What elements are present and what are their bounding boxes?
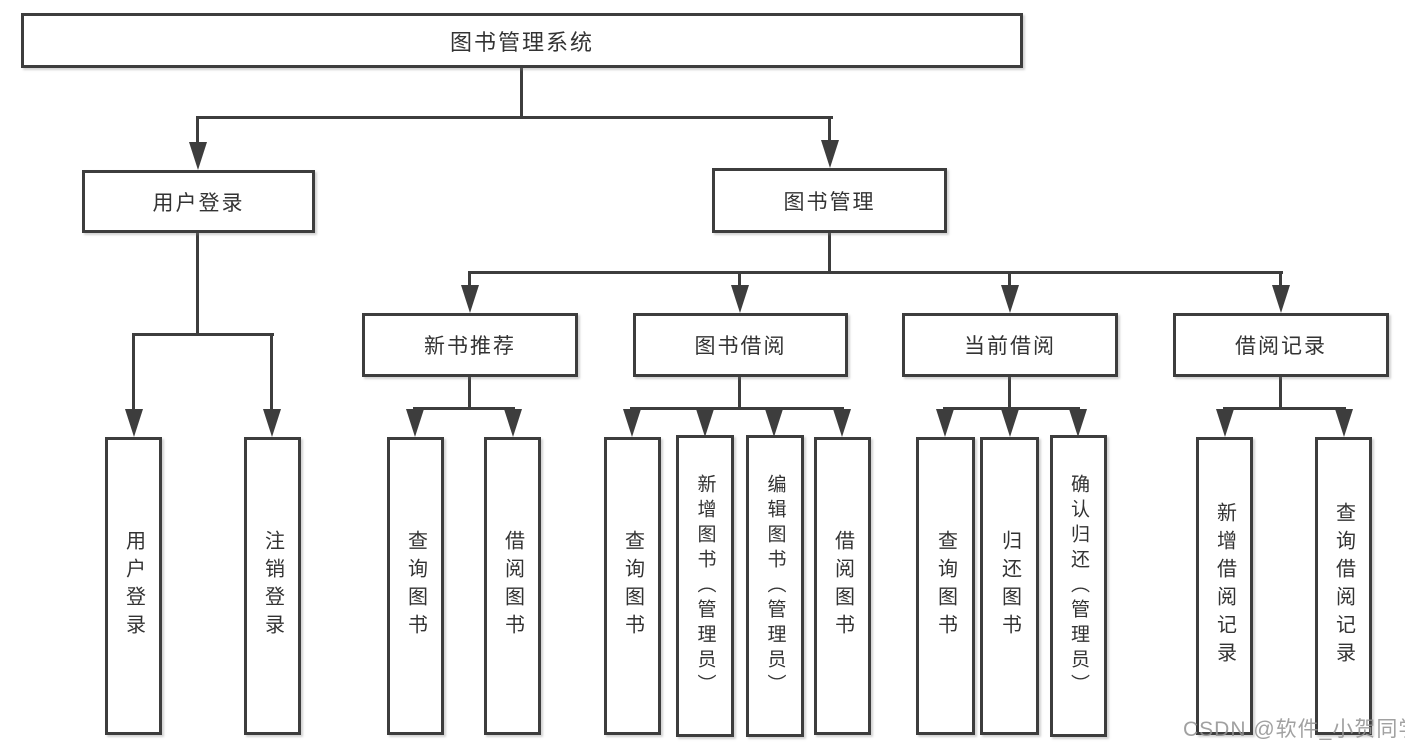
leaf-user-login: 用户登录 xyxy=(105,437,162,735)
arrowhead-down-icon xyxy=(406,409,424,437)
connector xyxy=(468,377,471,409)
connector xyxy=(943,407,1080,410)
node-user-login: 用户登录 xyxy=(82,170,315,233)
connector xyxy=(1008,271,1011,287)
leaf-borrow-book: 借阅图书 xyxy=(814,437,871,735)
leaf-add-book-admin-label: 新增图书（管理员） xyxy=(694,473,716,699)
arrowhead-down-icon xyxy=(189,142,207,170)
leaf-return-book-label: 归还图书 xyxy=(998,530,1021,642)
leaf-borrow-book-label: 借阅图书 xyxy=(831,530,854,642)
leaf-query-books-recommend-label: 查询图书 xyxy=(404,530,427,642)
leaf-user-login-label: 用户登录 xyxy=(122,530,145,642)
watermark-text: CSDN @软件_小贺同学 xyxy=(1183,718,1405,741)
leaf-return-book: 归还图书 xyxy=(980,437,1039,735)
arrowhead-down-icon xyxy=(765,409,783,437)
arrowhead-down-icon xyxy=(1272,285,1290,313)
node-user-login-label: 用户登录 xyxy=(152,191,245,215)
node-borrow-records: 借阅记录 xyxy=(1173,313,1389,377)
node-new-book-recommend-label: 新书推荐 xyxy=(424,335,516,358)
arrowhead-down-icon xyxy=(1216,409,1234,437)
arrowhead-down-icon xyxy=(504,409,522,437)
leaf-query-books-recommend: 查询图书 xyxy=(387,437,444,735)
leaf-add-book-admin: 新增图书（管理员） xyxy=(676,435,734,737)
arrowhead-down-icon xyxy=(461,285,479,313)
arrowhead-down-icon xyxy=(1001,285,1019,313)
connector xyxy=(1279,271,1282,287)
node-root: 图书管理系统 xyxy=(21,13,1023,68)
arrowhead-down-icon xyxy=(833,409,851,437)
leaf-query-books-borrow-label: 查询图书 xyxy=(621,530,644,642)
leaf-edit-book-admin: 编辑图书（管理员） xyxy=(746,435,804,737)
arrowhead-down-icon xyxy=(1001,409,1019,437)
arrowhead-down-icon xyxy=(125,409,143,437)
node-book-management-label: 图书管理 xyxy=(783,190,876,214)
connector xyxy=(630,407,844,410)
arrowhead-down-icon xyxy=(263,409,281,437)
leaf-confirm-return-admin: 确认归还（管理员） xyxy=(1050,435,1107,737)
connector xyxy=(738,377,741,409)
connector xyxy=(828,116,831,142)
arrowhead-down-icon xyxy=(821,140,839,168)
connector xyxy=(196,116,199,144)
leaf-edit-book-admin-label: 编辑图书（管理员） xyxy=(764,473,786,699)
connector xyxy=(738,271,741,287)
arrowhead-down-icon xyxy=(1069,409,1087,437)
node-current-borrow: 当前借阅 xyxy=(902,313,1118,377)
leaf-borrow-book-recommend-label: 借阅图书 xyxy=(501,530,524,642)
node-book-borrow: 图书借阅 xyxy=(633,313,848,377)
connector xyxy=(520,68,523,119)
arrowhead-down-icon xyxy=(936,409,954,437)
connector xyxy=(270,333,273,411)
leaf-logout-label: 注销登录 xyxy=(261,530,284,642)
connector xyxy=(828,233,831,273)
leaf-add-borrow-record-label: 新增借阅记录 xyxy=(1213,502,1236,670)
connector xyxy=(196,116,833,119)
arrowhead-down-icon xyxy=(623,409,641,437)
leaf-query-borrow-record-label: 查询借阅记录 xyxy=(1332,502,1355,670)
arrowhead-down-icon xyxy=(696,409,714,437)
node-current-borrow-label: 当前借阅 xyxy=(964,335,1056,358)
leaf-query-books-current-label: 查询图书 xyxy=(934,530,957,642)
leaf-query-books-borrow: 查询图书 xyxy=(604,437,661,735)
node-new-book-recommend: 新书推荐 xyxy=(362,313,578,377)
connector xyxy=(1223,407,1346,410)
connector xyxy=(132,333,135,411)
connector xyxy=(468,271,471,287)
connector xyxy=(1279,377,1282,409)
connector xyxy=(468,271,1283,274)
node-root-label: 图书管理系统 xyxy=(449,29,594,55)
leaf-query-books-current: 查询图书 xyxy=(916,437,975,735)
leaf-query-borrow-record: 查询借阅记录 xyxy=(1315,437,1372,735)
node-borrow-records-label: 借阅记录 xyxy=(1235,335,1327,358)
node-book-management: 图书管理 xyxy=(712,168,947,233)
leaf-add-borrow-record: 新增借阅记录 xyxy=(1196,437,1253,735)
arrowhead-down-icon xyxy=(1335,409,1353,437)
leaf-confirm-return-admin-label: 确认归还（管理员） xyxy=(1068,473,1089,699)
connector xyxy=(413,407,515,410)
node-book-borrow-label: 图书借阅 xyxy=(694,335,787,358)
connector xyxy=(132,333,274,336)
connector xyxy=(1008,377,1011,409)
leaf-borrow-book-recommend: 借阅图书 xyxy=(484,437,541,735)
connector xyxy=(196,233,199,336)
leaf-logout: 注销登录 xyxy=(244,437,301,735)
arrowhead-down-icon xyxy=(731,285,749,313)
